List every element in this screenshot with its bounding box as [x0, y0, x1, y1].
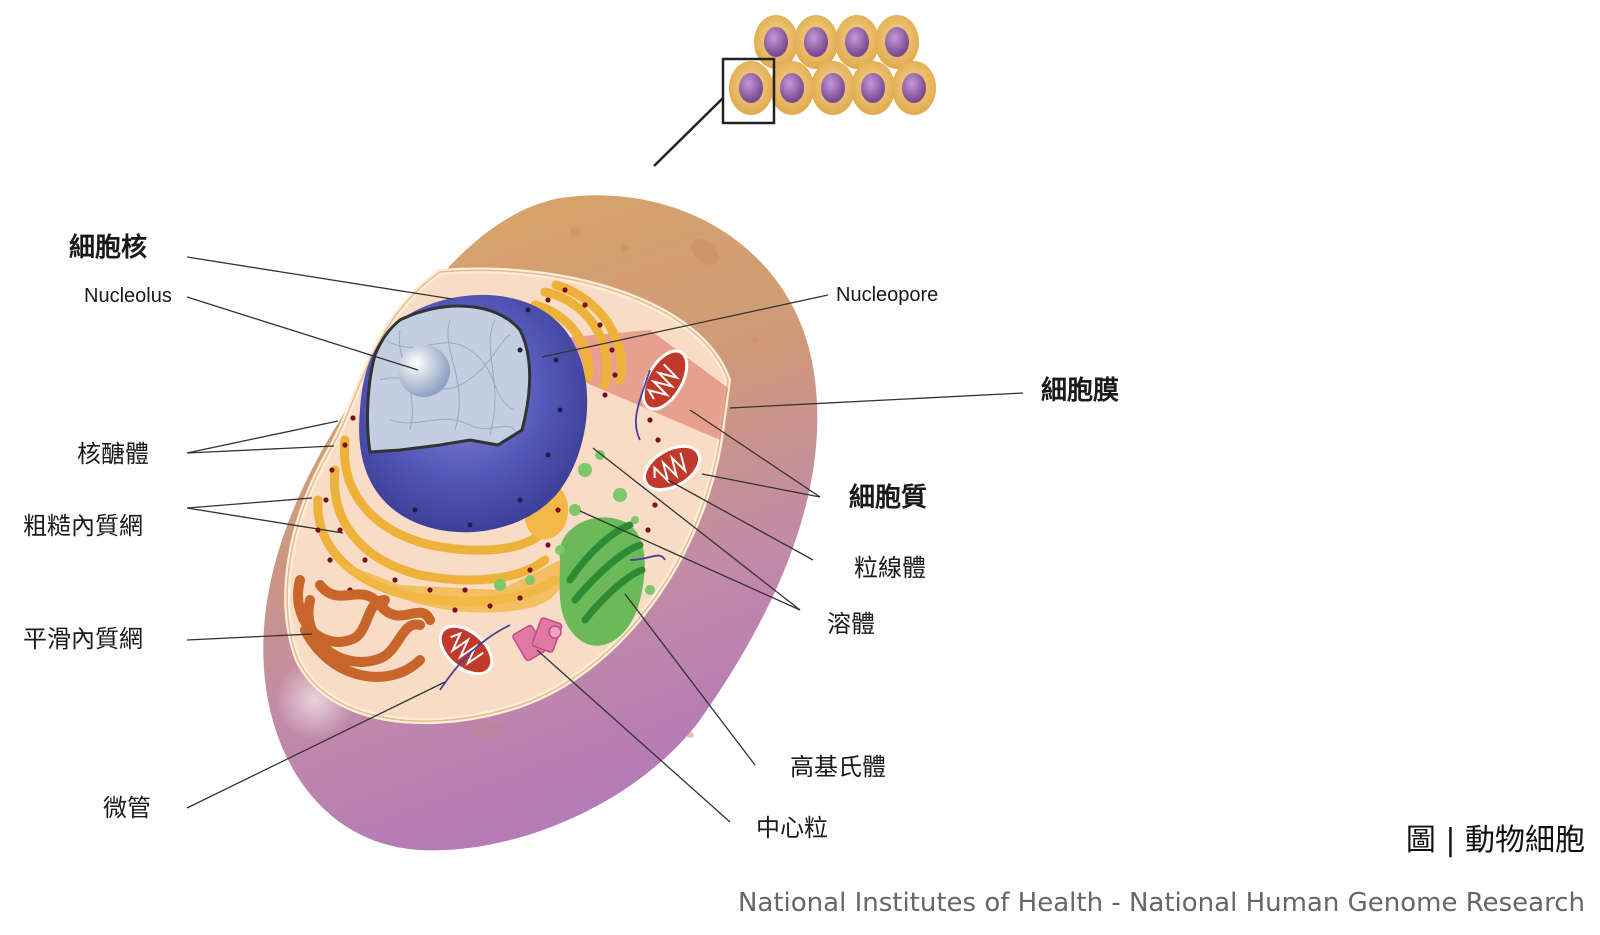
label-golgi: 高基氏體	[790, 753, 886, 781]
ribosome-dot	[582, 302, 588, 308]
label-centriole: 中心粒	[756, 814, 828, 842]
tissue-cell-nucleus	[885, 27, 909, 57]
label-mitochondria: 粒線體	[854, 554, 926, 582]
label-nucleolus: Nucleolus	[84, 285, 172, 307]
tissue-cell-nucleus	[861, 73, 885, 103]
nucleolus-body	[398, 345, 450, 397]
label-nucleus: 細胞核	[69, 233, 148, 263]
ribosome-dot	[647, 417, 653, 423]
tissue-cell-nucleus	[739, 73, 763, 103]
ribosome-dot	[517, 595, 523, 601]
ribosome-dot	[337, 527, 343, 533]
golgi-apparatus	[494, 450, 655, 646]
ribosome-dot	[362, 557, 368, 563]
ribosome-dot	[427, 587, 433, 593]
ribosome-dot	[452, 607, 458, 613]
tissue-cell-nucleus	[821, 73, 845, 103]
smooth-er	[293, 575, 435, 682]
label-nucleopore: Nucleopore	[836, 284, 939, 306]
ribosome-dot	[323, 497, 329, 503]
label-smooth-er: 平滑內質網	[23, 625, 143, 653]
microtubules	[439, 369, 666, 691]
ribosome-dot	[327, 557, 333, 563]
tissue-pointer-line	[653, 97, 724, 167]
ribosome-dot	[609, 347, 615, 353]
ribosome-dot	[350, 415, 356, 421]
ribosome-dot	[329, 467, 335, 473]
ribosome-dot	[527, 567, 533, 573]
label-lysosome: 溶體	[827, 610, 875, 638]
rough-er	[313, 280, 626, 606]
ribosome-dot	[597, 322, 603, 328]
label-rough-er: 粗糙內質網	[23, 512, 143, 540]
ribosome-dot	[545, 297, 551, 303]
ribosome-dot	[342, 442, 348, 448]
label-ribosome: 核醣體	[77, 440, 149, 468]
ribosome-dot	[462, 587, 468, 593]
tissue-selection-box	[721, 57, 776, 125]
figure-caption-title: 圖 | 動物細胞	[1405, 823, 1585, 858]
label-microtubule: 微管	[103, 794, 151, 822]
centriole	[512, 617, 563, 662]
tissue-cell-nucleus	[764, 27, 788, 57]
label-cytoplasm: 細胞質	[849, 483, 928, 513]
ribosome-dot	[487, 603, 493, 609]
ribosome-dot	[562, 287, 568, 293]
ribosome-dot	[612, 372, 618, 378]
nucleus	[359, 294, 588, 533]
ribosome-dot	[602, 392, 608, 398]
tissue-cell-nucleus	[780, 73, 804, 103]
tissue-cell-nucleus	[845, 27, 869, 57]
figure-source-credit: National Institutes of Health - National…	[737, 888, 1585, 918]
tissue-cell-nucleus	[804, 27, 828, 57]
ribosome-dot	[545, 542, 551, 548]
ribosome-dot	[392, 577, 398, 583]
nucleopores	[412, 307, 563, 528]
ribosome-dot	[645, 527, 651, 533]
tissue-cell-nucleus	[902, 73, 926, 103]
tissue-cluster	[653, 15, 936, 167]
ribosome-dot	[555, 507, 561, 513]
ribosome-dot	[652, 502, 658, 508]
label-cell-membrane: 細胞膜	[1041, 376, 1120, 406]
leader-lines	[186, 256, 1024, 823]
ribosome-dot	[655, 437, 661, 443]
